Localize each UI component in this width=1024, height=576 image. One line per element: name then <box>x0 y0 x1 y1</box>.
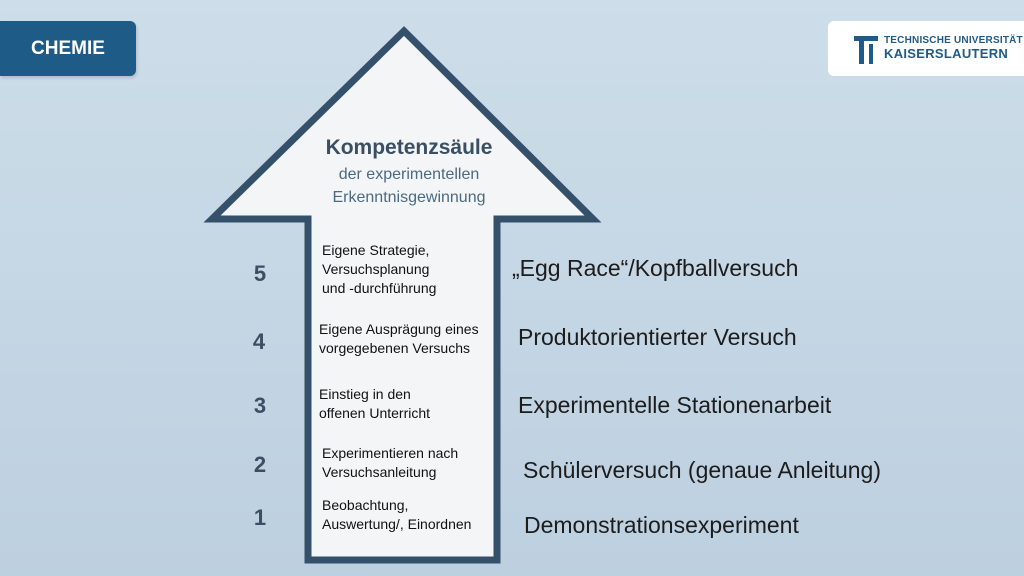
university-logo: TECHNISCHE UNIVERSITÄT KAISERSLAUTERN <box>828 21 1024 76</box>
arrow-subtitle-line1: der experimentellen <box>338 166 480 183</box>
level-example-5: „Egg Race“/Kopfballversuch <box>512 255 799 281</box>
arrow-subtitle-line2: Erkenntnisgewinnung <box>332 189 486 206</box>
logo-text-line2: KAISERSLAUTERN <box>884 45 1009 61</box>
level-number-1: 1 <box>253 505 267 530</box>
level-description-5: Eigene Strategie, Versuchsplanung und -d… <box>322 242 437 296</box>
level-number-3: 3 <box>253 393 267 418</box>
tu-logo-icon <box>854 35 878 64</box>
level-example-4: Produktorientierter Versuch <box>518 324 797 350</box>
level-description-1: Beobachtung, Auswertung/, Einordnen <box>322 497 472 532</box>
level-description-2: Experimentieren nach Versuchsanleitung <box>322 445 459 480</box>
level-description-4: Eigene Ausprägung eines vorgegebenen Ver… <box>319 321 479 356</box>
level-example-1: Demonstrationsexperiment <box>524 512 799 538</box>
level-number-4: 4 <box>252 329 266 354</box>
level-example-2: Schülerversuch (genaue Anleitung) <box>523 457 882 483</box>
level-number-5: 5 <box>253 261 267 286</box>
arrow-shape <box>203 26 602 564</box>
arrow-title: Kompetenzsäule <box>325 136 493 159</box>
level-description-3: Einstieg in den offenen Unterricht <box>319 386 431 421</box>
level-number-2: 2 <box>253 452 267 477</box>
subject-tab: CHEMIE <box>0 21 136 76</box>
level-example-3: Experimentelle Stationenarbeit <box>518 392 832 418</box>
logo-text-line1: TECHNISCHE UNIVERSITÄT <box>884 35 1023 47</box>
